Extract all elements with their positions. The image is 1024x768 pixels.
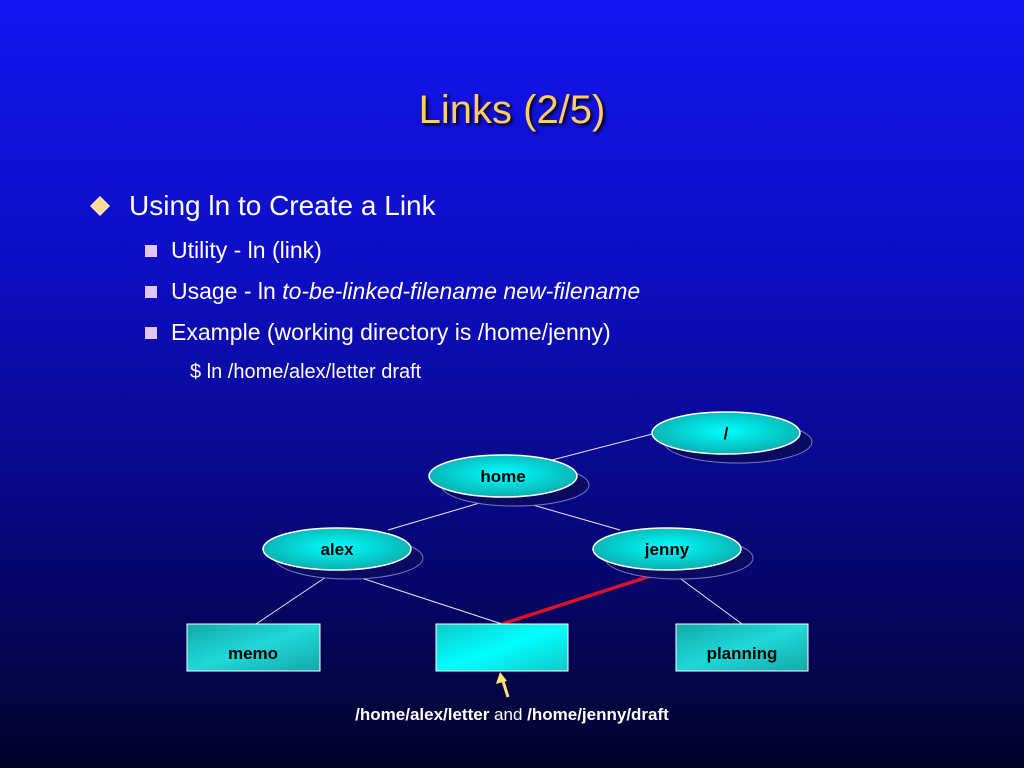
node-root-label: / <box>724 424 729 443</box>
command-line: $ ln /home/alex/letter draft <box>190 361 422 383</box>
edge-jenny-linked-hardlink <box>501 569 667 626</box>
node-home-label: home <box>480 467 525 486</box>
node-planning: planning <box>675 623 809 672</box>
edge-root-home <box>551 431 661 461</box>
arrow-up-icon <box>496 672 510 698</box>
square-bullet-icon <box>145 326 157 339</box>
node-linked-file <box>435 623 569 672</box>
node-jenny: jenny <box>592 527 754 580</box>
square-bullet-icon <box>145 285 157 298</box>
edge-alex-linked <box>339 570 503 625</box>
node-memo: memo <box>186 623 321 672</box>
caption-path-alex: /home/alex/letter <box>355 705 490 724</box>
edge-jenny-planning <box>669 570 743 625</box>
sub-bullet-usage: Usage - ln to-be-linked-filename new-fil… <box>145 278 640 305</box>
node-home: home <box>428 454 590 507</box>
sub-bullet-usage-prefix: Usage - ln <box>171 278 283 304</box>
node-memo-label: memo <box>228 644 278 663</box>
sub-bullet-example-text: Example (working directory is /home/jenn… <box>171 319 611 345</box>
caption-and: and <box>489 705 528 724</box>
node-alex: alex <box>262 527 424 580</box>
sub-bullet-utility-text: Utility - ln (link) <box>171 237 322 263</box>
node-planning-label: planning <box>707 644 778 663</box>
main-bullet-text: Using ln to Create a Link <box>129 190 436 221</box>
sub-bullet-example: Example (working directory is /home/jenn… <box>145 319 611 346</box>
diagram-caption: /home/alex/letter and /home/jenny/draft <box>0 705 1024 725</box>
sub-bullet-usage-args: to-be-linked-filename new-filename <box>282 278 641 304</box>
node-alex-label: alex <box>320 540 354 559</box>
caption-path-jenny: /home/jenny/draft <box>527 705 669 724</box>
main-bullet: Using ln to Create a Link <box>90 190 436 222</box>
square-bullet-icon <box>145 244 157 257</box>
node-jenny-label: jenny <box>644 540 690 559</box>
sub-bullet-utility: Utility - ln (link) <box>145 237 322 264</box>
node-root: / <box>651 411 813 464</box>
slide-title: Links (2/5) <box>418 88 606 132</box>
edge-alex-memo <box>255 570 336 625</box>
